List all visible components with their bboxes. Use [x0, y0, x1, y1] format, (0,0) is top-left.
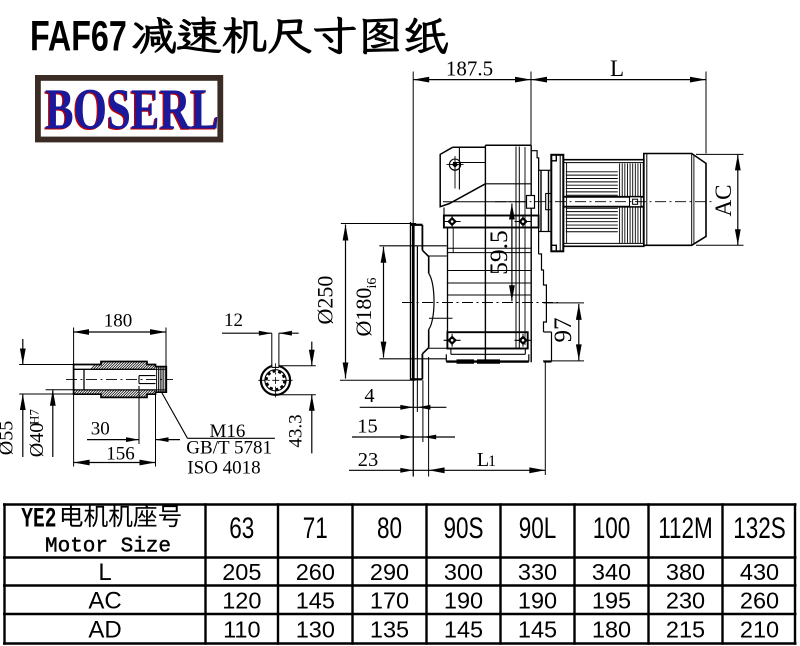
svg-text:210: 210 — [740, 616, 779, 642]
svg-text:FAF67: FAF67 — [30, 13, 127, 61]
svg-text:YE2: YE2 — [21, 505, 56, 536]
svg-text:L: L — [610, 56, 624, 81]
svg-text:AC: AC — [711, 185, 736, 217]
svg-text:330: 330 — [518, 559, 557, 585]
svg-text:4: 4 — [364, 385, 374, 407]
svg-text:230: 230 — [666, 588, 705, 614]
svg-text:170: 170 — [370, 588, 409, 614]
svg-text:290: 290 — [370, 559, 409, 585]
svg-text:145: 145 — [444, 616, 483, 642]
svg-text:H7: H7 — [27, 409, 42, 425]
svg-text:132S: 132S — [733, 511, 786, 545]
svg-text:97: 97 — [550, 318, 577, 343]
svg-text:120: 120 — [222, 588, 261, 614]
svg-text:190: 190 — [518, 588, 557, 614]
svg-text:260: 260 — [296, 559, 335, 585]
svg-text:145: 145 — [296, 588, 335, 614]
svg-text:90L: 90L — [519, 511, 557, 545]
svg-text:BOSERL: BOSERL — [45, 78, 219, 142]
svg-text:15: 15 — [357, 416, 378, 438]
svg-text:Ø40: Ø40 — [26, 423, 48, 457]
svg-text:Ø250: Ø250 — [313, 276, 338, 325]
svg-text:ISO 4018: ISO 4018 — [187, 458, 260, 479]
svg-text:90S: 90S — [443, 511, 483, 545]
svg-text:180: 180 — [104, 311, 133, 332]
svg-text:63: 63 — [229, 511, 254, 545]
svg-text:145: 145 — [518, 616, 557, 642]
svg-text:110: 110 — [223, 616, 260, 642]
svg-text:L: L — [98, 559, 111, 586]
svg-text:i6: i6 — [365, 278, 380, 289]
svg-text:23: 23 — [358, 449, 379, 471]
svg-text:195: 195 — [592, 588, 631, 614]
svg-text:156: 156 — [106, 444, 135, 465]
svg-text:130: 130 — [296, 616, 335, 642]
svg-text:430: 430 — [740, 559, 779, 585]
svg-text:340: 340 — [592, 559, 631, 585]
svg-text:L: L — [477, 449, 489, 471]
svg-text:1: 1 — [488, 453, 496, 470]
svg-text:43.3: 43.3 — [286, 414, 307, 447]
svg-text:215: 215 — [666, 616, 705, 642]
svg-text:12: 12 — [224, 310, 243, 331]
svg-text:100: 100 — [593, 511, 631, 545]
svg-text:380: 380 — [666, 559, 705, 585]
svg-text:205: 205 — [222, 559, 261, 585]
svg-text:135: 135 — [370, 616, 409, 642]
svg-text:Motor Size: Motor Size — [45, 536, 171, 559]
svg-text:Ø55: Ø55 — [0, 421, 18, 455]
svg-text:M16: M16 — [210, 421, 246, 442]
svg-text:80: 80 — [377, 511, 402, 545]
svg-text:190: 190 — [444, 588, 483, 614]
svg-text:Ø180: Ø180 — [351, 288, 376, 337]
svg-text:180: 180 — [592, 616, 631, 642]
svg-text:BOSERL: BOSERL — [44, 80, 218, 144]
svg-text:GB/T 5781: GB/T 5781 — [186, 438, 272, 459]
svg-text:71: 71 — [303, 511, 328, 545]
svg-text:112M: 112M — [658, 511, 713, 545]
svg-text:AC: AC — [88, 588, 121, 615]
svg-text:30: 30 — [91, 419, 110, 440]
svg-text:AD: AD — [88, 616, 121, 643]
svg-text:187.5: 187.5 — [446, 57, 493, 81]
svg-text:260: 260 — [740, 588, 779, 614]
svg-text:300: 300 — [444, 559, 483, 585]
